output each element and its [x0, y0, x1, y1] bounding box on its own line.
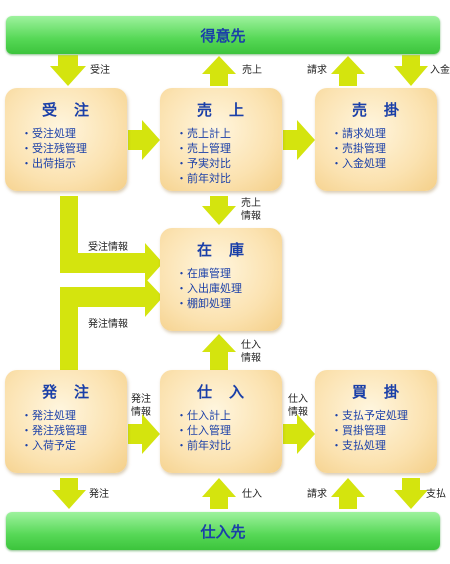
label-purchase-order-info: 発注情報	[88, 319, 128, 330]
uriage-box: 売 上 ・売上計上 ・売上管理 ・予実対比 ・前年対比	[160, 88, 282, 191]
label-order-in: 受注	[90, 65, 110, 76]
shiire-items: ・仕入計上 ・仕入管理 ・前年対比	[176, 408, 231, 453]
label-po-info-2: 情報	[131, 407, 151, 418]
arrow-uriage-to-urikake	[283, 120, 315, 160]
list-item: ・請求処理	[331, 127, 386, 140]
list-item: ・予実対比	[176, 157, 231, 170]
list-item: ・入出庫処理	[176, 282, 242, 295]
list-item: ・売上計上	[176, 127, 231, 140]
hacchu-items: ・発注処理 ・発注残管理 ・入荷予定	[21, 408, 87, 453]
list-item: ・入金処理	[331, 157, 386, 170]
label-order-out: 発注	[89, 489, 109, 500]
juchu-items: ・受注処理 ・受注残管理 ・出荷指示	[21, 126, 87, 171]
arrow-billing-up	[331, 56, 365, 86]
supplier-bar-label: 仕入先	[200, 522, 246, 541]
shiire-box: 仕 入 ・仕入計上 ・仕入管理 ・前年対比	[160, 370, 282, 473]
label-purchase-in: 仕入	[242, 489, 262, 500]
uriage-title: 売 上	[196, 101, 245, 119]
arrow-customer-to-juchu	[50, 55, 86, 86]
urikake-items: ・請求処理 ・売掛管理 ・入金処理	[331, 126, 386, 171]
arrow-shiire-to-zaiko	[202, 334, 236, 370]
label-purchase-info-right-1: 仕入	[288, 394, 308, 405]
list-item: ・売掛管理	[331, 142, 386, 155]
arrow-uriage-to-customer	[202, 56, 236, 86]
list-item: ・買掛管理	[331, 424, 386, 437]
label-po-info-1: 発注	[131, 394, 151, 405]
kaikake-title: 買 掛	[351, 383, 400, 401]
list-item: ・支払予定処理	[331, 409, 408, 422]
label-purchase-info-1: 仕入	[241, 340, 261, 351]
list-item: ・前年対比	[176, 172, 231, 185]
label-sales-info-1: 売上	[241, 198, 261, 209]
arrow-hacchu-to-shiire	[128, 414, 160, 454]
arrow-shiire-to-kaikake	[283, 414, 315, 454]
arrow-billing-in-up	[331, 478, 365, 509]
list-item: ・前年対比	[176, 439, 231, 452]
urikake-box: 売 掛 ・請求処理 ・売掛管理 ・入金処理	[315, 88, 437, 191]
label-billing-in: 請求	[307, 489, 327, 500]
label-billing-up: 請求	[307, 65, 327, 76]
list-item: ・仕入計上	[176, 409, 231, 422]
urikake-title: 売 掛	[351, 101, 400, 119]
label-purchase-info-2: 情報	[241, 353, 261, 364]
list-item: ・支払処理	[331, 439, 386, 452]
label-sales-info-2: 情報	[241, 211, 261, 222]
shiire-title: 仕 入	[196, 383, 245, 401]
label-payment-out: 支払	[426, 489, 446, 500]
list-item: ・受注処理	[21, 127, 76, 140]
zaiko-box: 在 庫 ・在庫管理 ・入出庫処理 ・棚卸処理	[160, 228, 282, 331]
list-item: ・発注処理	[21, 409, 76, 422]
arrow-juchu-to-zaiko	[60, 196, 163, 283]
label-sales-up: 売上	[242, 65, 262, 76]
arrow-juchu-to-uriage	[128, 120, 160, 160]
zaiko-items: ・在庫管理 ・入出庫処理 ・棚卸処理	[176, 266, 242, 311]
zaiko-title: 在 庫	[196, 241, 245, 259]
label-purchase-info-right-2: 情報	[288, 407, 308, 418]
list-item: ・仕入管理	[176, 424, 231, 437]
supplier-bar: 仕入先	[6, 512, 440, 550]
juchu-box: 受 注 ・受注処理 ・受注残管理 ・出荷指示	[5, 88, 127, 191]
label-payment-in: 入金	[430, 65, 450, 76]
list-item: ・出荷指示	[21, 157, 76, 170]
arrow-payment-down	[394, 55, 428, 86]
list-item: ・入荷予定	[21, 439, 76, 452]
list-item: ・発注残管理	[21, 424, 87, 437]
list-item: ・棚卸処理	[176, 297, 231, 310]
customer-bar: 得意先	[6, 16, 440, 54]
hacchu-title: 発 注	[41, 383, 90, 401]
arrow-payment-out-down	[394, 478, 428, 509]
uriage-items: ・売上計上 ・売上管理 ・予実対比 ・前年対比	[176, 126, 231, 186]
list-item: ・売上管理	[176, 142, 231, 155]
arrow-hacchu-to-supplier	[52, 478, 86, 509]
hacchu-box: 発 注 ・発注処理 ・発注残管理 ・入荷予定	[5, 370, 127, 473]
arrow-hacchu-to-zaiko	[60, 278, 163, 370]
label-order-info: 受注情報	[88, 242, 128, 253]
juchu-title: 受 注	[41, 101, 90, 119]
list-item: ・在庫管理	[176, 267, 231, 280]
customer-bar-label: 得意先	[200, 26, 246, 45]
arrow-supplier-to-shiire	[202, 478, 236, 509]
kaikake-box: 買 掛 ・支払予定処理 ・買掛管理 ・支払処理	[315, 370, 437, 473]
list-item: ・受注残管理	[21, 142, 87, 155]
arrow-uriage-to-zaiko	[202, 196, 236, 225]
kaikake-items: ・支払予定処理 ・買掛管理 ・支払処理	[331, 408, 408, 453]
